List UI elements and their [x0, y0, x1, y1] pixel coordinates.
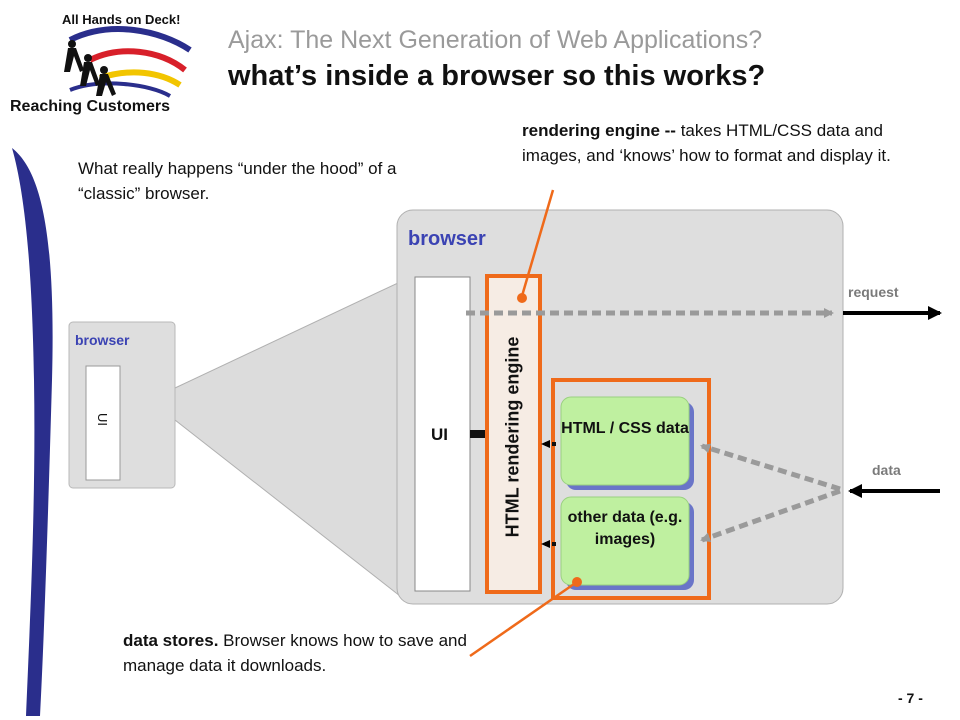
data-label: data: [872, 462, 901, 478]
html-css-store-box: [560, 396, 690, 486]
data-stores-frame: [551, 378, 711, 600]
rendering-note-rest: takes HTML/CSS data and images, and ‘kno…: [522, 121, 891, 165]
logo-top-text: All Hands on Deck!: [62, 12, 181, 27]
page-number: - 7 -: [898, 690, 923, 706]
ui-box: [414, 276, 471, 592]
request-label: request: [848, 284, 899, 300]
rendering-engine-note: rendering engine -- takes HTML/CSS data …: [522, 118, 922, 168]
engine-label: HTML rendering engine: [502, 336, 523, 538]
ui-label: UI: [431, 425, 448, 444]
other-data-store-label: other data (e.g. images): [567, 509, 683, 548]
small-browser-label: browser: [75, 332, 130, 348]
zoom-projection: [174, 281, 401, 598]
engine-box: [485, 274, 542, 594]
slide-title-line1: Ajax: The Next Generation of Web Applica…: [228, 26, 763, 54]
other-data-store-box: [560, 496, 690, 586]
html-css-store-label: HTML / CSS data: [561, 420, 689, 437]
datastores-note-bold: data stores.: [123, 631, 219, 650]
big-browser-label: browser: [408, 228, 486, 250]
logo-graphic: [64, 26, 192, 98]
intro-note: What really happens “under the hood” of …: [78, 159, 397, 203]
rendering-note-bold: rendering engine --: [522, 121, 676, 140]
data-stores-note: data stores. Browser knows how to save a…: [123, 628, 503, 678]
slide-title-line2: what’s inside a browser so this works?: [228, 60, 766, 92]
rendering-callout-line: [520, 189, 555, 297]
left-swoosh-decoration: [12, 148, 53, 716]
datastores-callout-line: [469, 582, 575, 658]
small-ui-glyph: UI: [95, 413, 110, 426]
datastores-note-rest: Browser knows how to save and manage dat…: [123, 631, 467, 675]
logo-bottom-text: Reaching Customers: [10, 98, 171, 115]
